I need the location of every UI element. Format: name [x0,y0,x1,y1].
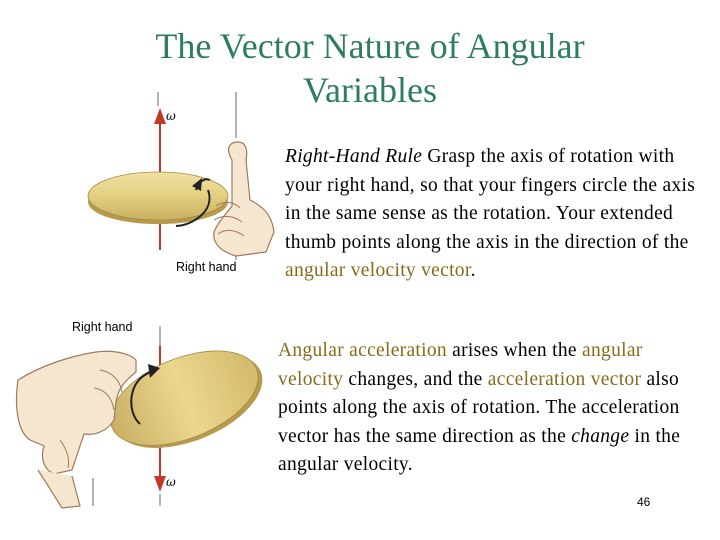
omega-symbol-bottom: ω [166,475,176,489]
angular-acceleration-paragraph: Angular acceleration arises when the ang… [278,337,708,480]
paragraph1-text-1: Grasp the axis of rotation with your rig… [285,146,696,253]
rotating-disk-top [87,171,229,221]
paragraph2-text-2: changes, and the [343,368,488,390]
paragraph2-text-1: arises when the [446,340,583,361]
slide-title: The Vector Nature of Angular Variables [155,26,585,110]
right-hand-label-top: Right hand [176,260,237,274]
angular-velocity-vector-term: angular velocity vector [285,260,471,282]
paragraph2-text-3: also points along the axis of rotation. … [278,368,680,447]
change-emphasis: change [571,425,630,447]
right-hand-bottom [15,350,137,475]
arrow-head-up [154,108,166,124]
page-number: 46 [637,495,651,509]
right-hand-rule-paragraph: Right-Hand Rule Grasp the axis of rotati… [285,143,705,286]
arrow-head-down [154,476,166,492]
angular-velocity-term: angular velocity [278,340,643,390]
angular-acceleration-term: Angular acceleration [278,340,447,361]
paragraph2-text-4: in the angular velocity. [278,425,681,476]
bottom-figure: Right hand ω [15,320,263,509]
omega-symbol-top: ω [166,109,176,123]
rotating-disk-bottom [109,350,259,446]
top-figure: ω Right hand [87,92,275,274]
right-hand-label-bottom: Right hand [72,320,133,334]
right-hand-rule-term: Right-Hand Rule [285,146,423,167]
right-hand-top [213,141,275,257]
paragraph1-text-2: . [470,260,476,282]
acceleration-vector-term: acceleration vector [487,368,642,390]
